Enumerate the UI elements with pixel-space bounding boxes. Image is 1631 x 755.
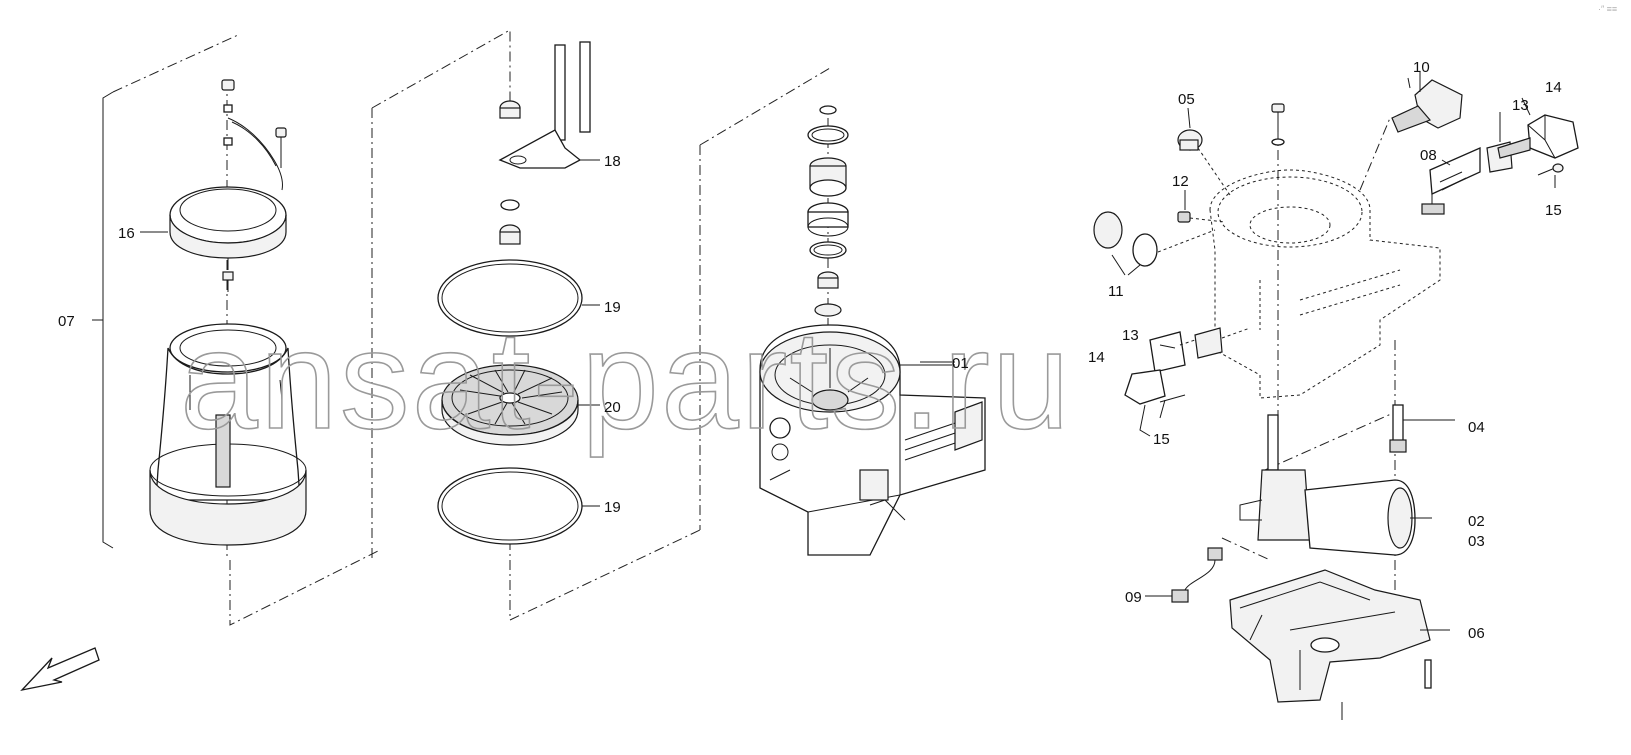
leader-lines xyxy=(140,77,1556,419)
label-19-top: 19 xyxy=(604,299,621,316)
label-19-bottom: 19 xyxy=(604,499,621,516)
corner-mark: ·″ ≡≡ xyxy=(1598,4,1617,14)
arrow-down-left-icon xyxy=(20,647,100,692)
part-container-07 xyxy=(92,34,381,626)
label-15-bottom: 15 xyxy=(1153,431,1170,448)
label-10: 10 xyxy=(1413,59,1430,76)
label-02: 02 xyxy=(1468,513,1485,530)
label-12: 12 xyxy=(1172,173,1189,190)
part-labels: 07 16 18 19 20 19 01 05 10 14 13 08 15 1… xyxy=(58,59,1562,642)
label-15-top: 15 xyxy=(1545,202,1562,219)
label-05: 05 xyxy=(1178,91,1195,108)
label-01: 01 xyxy=(952,355,969,372)
label-18: 18 xyxy=(604,153,621,170)
label-08: 08 xyxy=(1420,147,1437,164)
label-09: 09 xyxy=(1125,589,1142,606)
label-03: 03 xyxy=(1468,533,1485,550)
label-14-top: 14 xyxy=(1545,79,1562,96)
label-14-bottom: 14 xyxy=(1088,349,1105,366)
label-04: 04 xyxy=(1468,419,1485,436)
label-06: 06 xyxy=(1468,625,1485,642)
label-13-bottom: 13 xyxy=(1122,327,1139,344)
label-11: 11 xyxy=(1108,283,1124,300)
watermark: ansat-parts.ru xyxy=(180,301,1072,458)
label-16: 16 xyxy=(118,225,135,242)
part-housing-01 xyxy=(699,67,986,556)
label-07: 07 xyxy=(58,313,75,330)
part-filter-stack xyxy=(371,29,701,621)
label-13-top: 13 xyxy=(1512,97,1529,114)
label-20: 20 xyxy=(604,399,621,416)
part-motor-assembly xyxy=(1093,72,1579,720)
